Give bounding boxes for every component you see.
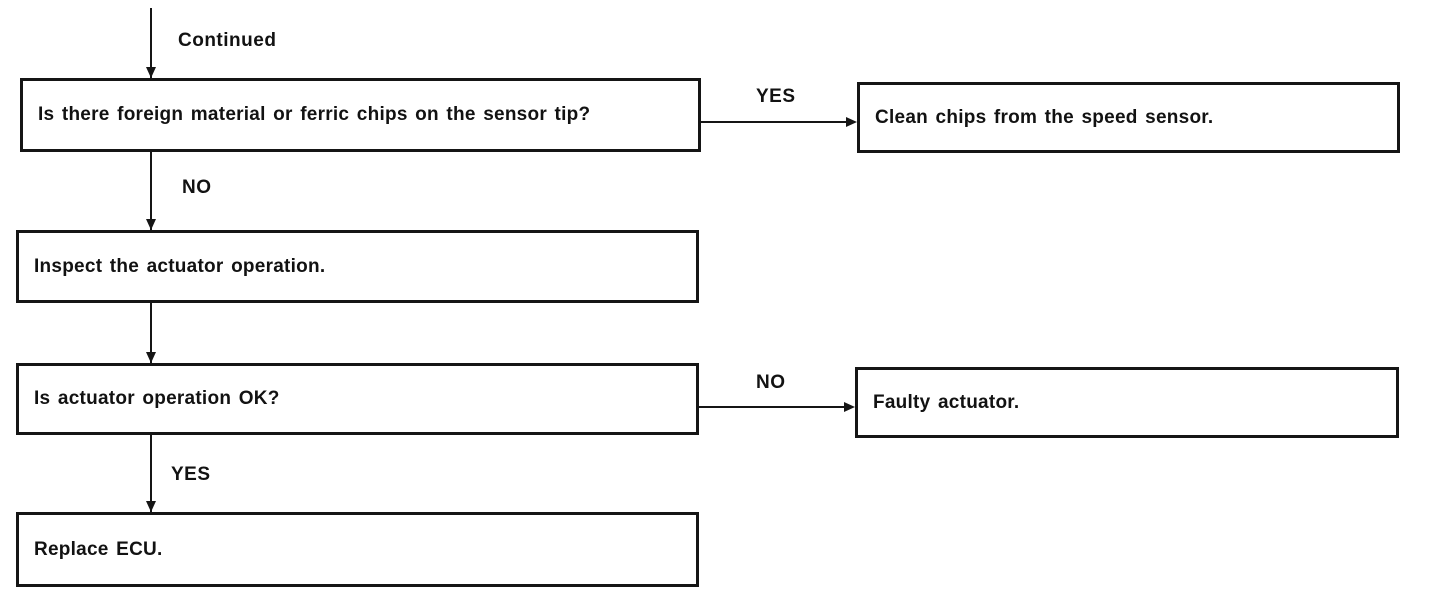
- flow-node-faulty-actuator: Faulty actuator.: [855, 367, 1399, 438]
- arrowhead-down-icon: [146, 219, 156, 230]
- node-label: Faulty actuator.: [873, 391, 1020, 413]
- arrowhead-down-icon: [146, 67, 156, 78]
- arrow-line-entry: [150, 8, 152, 78]
- arrowhead-right-icon: [844, 402, 855, 412]
- arrowhead-right-icon: [846, 117, 857, 127]
- flow-node-replace-ecu: Replace ECU.: [16, 512, 699, 587]
- node-label: Clean chips from the speed sensor.: [875, 106, 1214, 128]
- arrow-line-no-down: [150, 152, 152, 230]
- node-label: Is actuator operation OK?: [34, 388, 280, 410]
- arrow-line-inspect-to-question: [150, 303, 152, 363]
- node-label: Inspect the actuator operation.: [34, 255, 326, 277]
- arrow-line-yes-down: [150, 435, 152, 512]
- node-label: Replace ECU.: [34, 538, 163, 560]
- edge-label-no-right: NO: [756, 372, 786, 393]
- arrowhead-down-icon: [146, 352, 156, 363]
- arrow-line-yes-top: [701, 121, 846, 123]
- arrowhead-down-icon: [146, 501, 156, 512]
- entry-label-continued: Continued: [178, 30, 277, 51]
- flow-node-clean-chips: Clean chips from the speed sensor.: [857, 82, 1400, 153]
- edge-label-yes-top: YES: [756, 86, 796, 107]
- flow-node-sensor-tip-question: Is there foreign material or ferric chip…: [20, 78, 701, 152]
- edge-label-yes-down: YES: [171, 464, 211, 485]
- edge-label-no-down: NO: [182, 177, 212, 198]
- flow-node-inspect-actuator: Inspect the actuator operation.: [16, 230, 699, 303]
- flow-node-actuator-ok-question: Is actuator operation OK?: [16, 363, 699, 435]
- node-label: Is there foreign material or ferric chip…: [38, 104, 591, 126]
- arrow-line-no-right: [699, 406, 844, 408]
